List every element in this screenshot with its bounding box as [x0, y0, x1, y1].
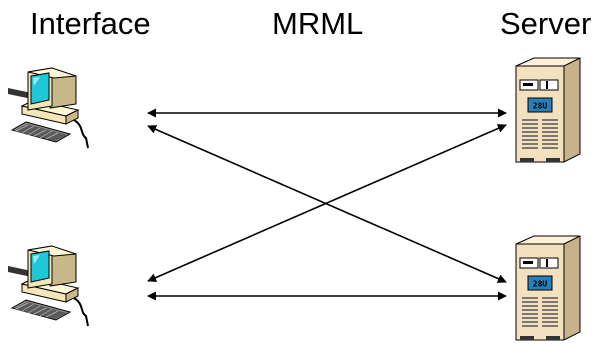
protocol-heading: MRML	[272, 6, 364, 41]
interface-heading: Interface	[30, 6, 151, 41]
connection-client1-server2	[147, 125, 507, 283]
client-computer-icon	[7, 245, 89, 327]
client-computer-icon	[7, 67, 89, 149]
server-tower-icon	[515, 57, 581, 163]
server-heading: Server	[500, 6, 592, 41]
connection-client2-server1	[147, 124, 507, 282]
server-tower-icon	[515, 235, 581, 341]
